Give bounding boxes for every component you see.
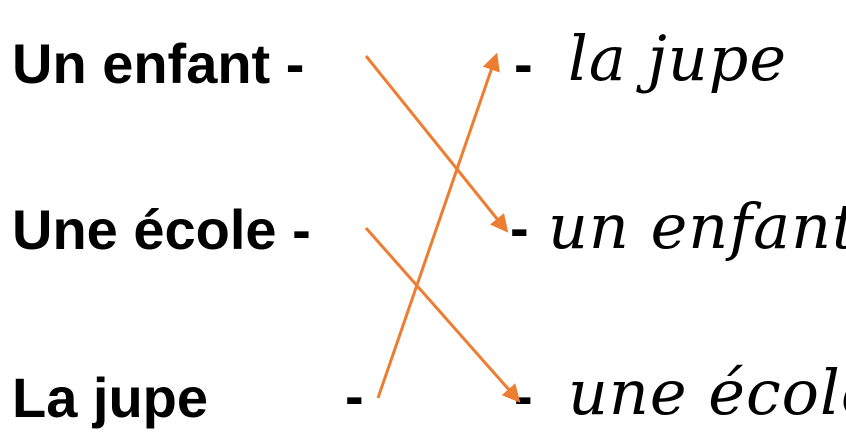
arrow-une-ecole bbox=[364, 227, 521, 403]
right-item-1: la jupe bbox=[568, 22, 788, 95]
right-item-3: une école bbox=[568, 356, 846, 429]
left-item-2: Une école - bbox=[12, 198, 311, 261]
left-item-3-dash: - bbox=[345, 364, 364, 427]
left-item-3: La jupe bbox=[12, 366, 209, 429]
right-item-2-dash: - bbox=[510, 196, 529, 259]
left-item-1: Un enfant - bbox=[12, 32, 305, 95]
arrow-la-jupe bbox=[376, 52, 500, 399]
right-item-1-dash: - bbox=[514, 32, 533, 95]
right-item-2: un enfant bbox=[548, 190, 846, 263]
right-item-3-dash: - bbox=[514, 364, 533, 427]
arrow-un-enfant bbox=[364, 55, 509, 233]
